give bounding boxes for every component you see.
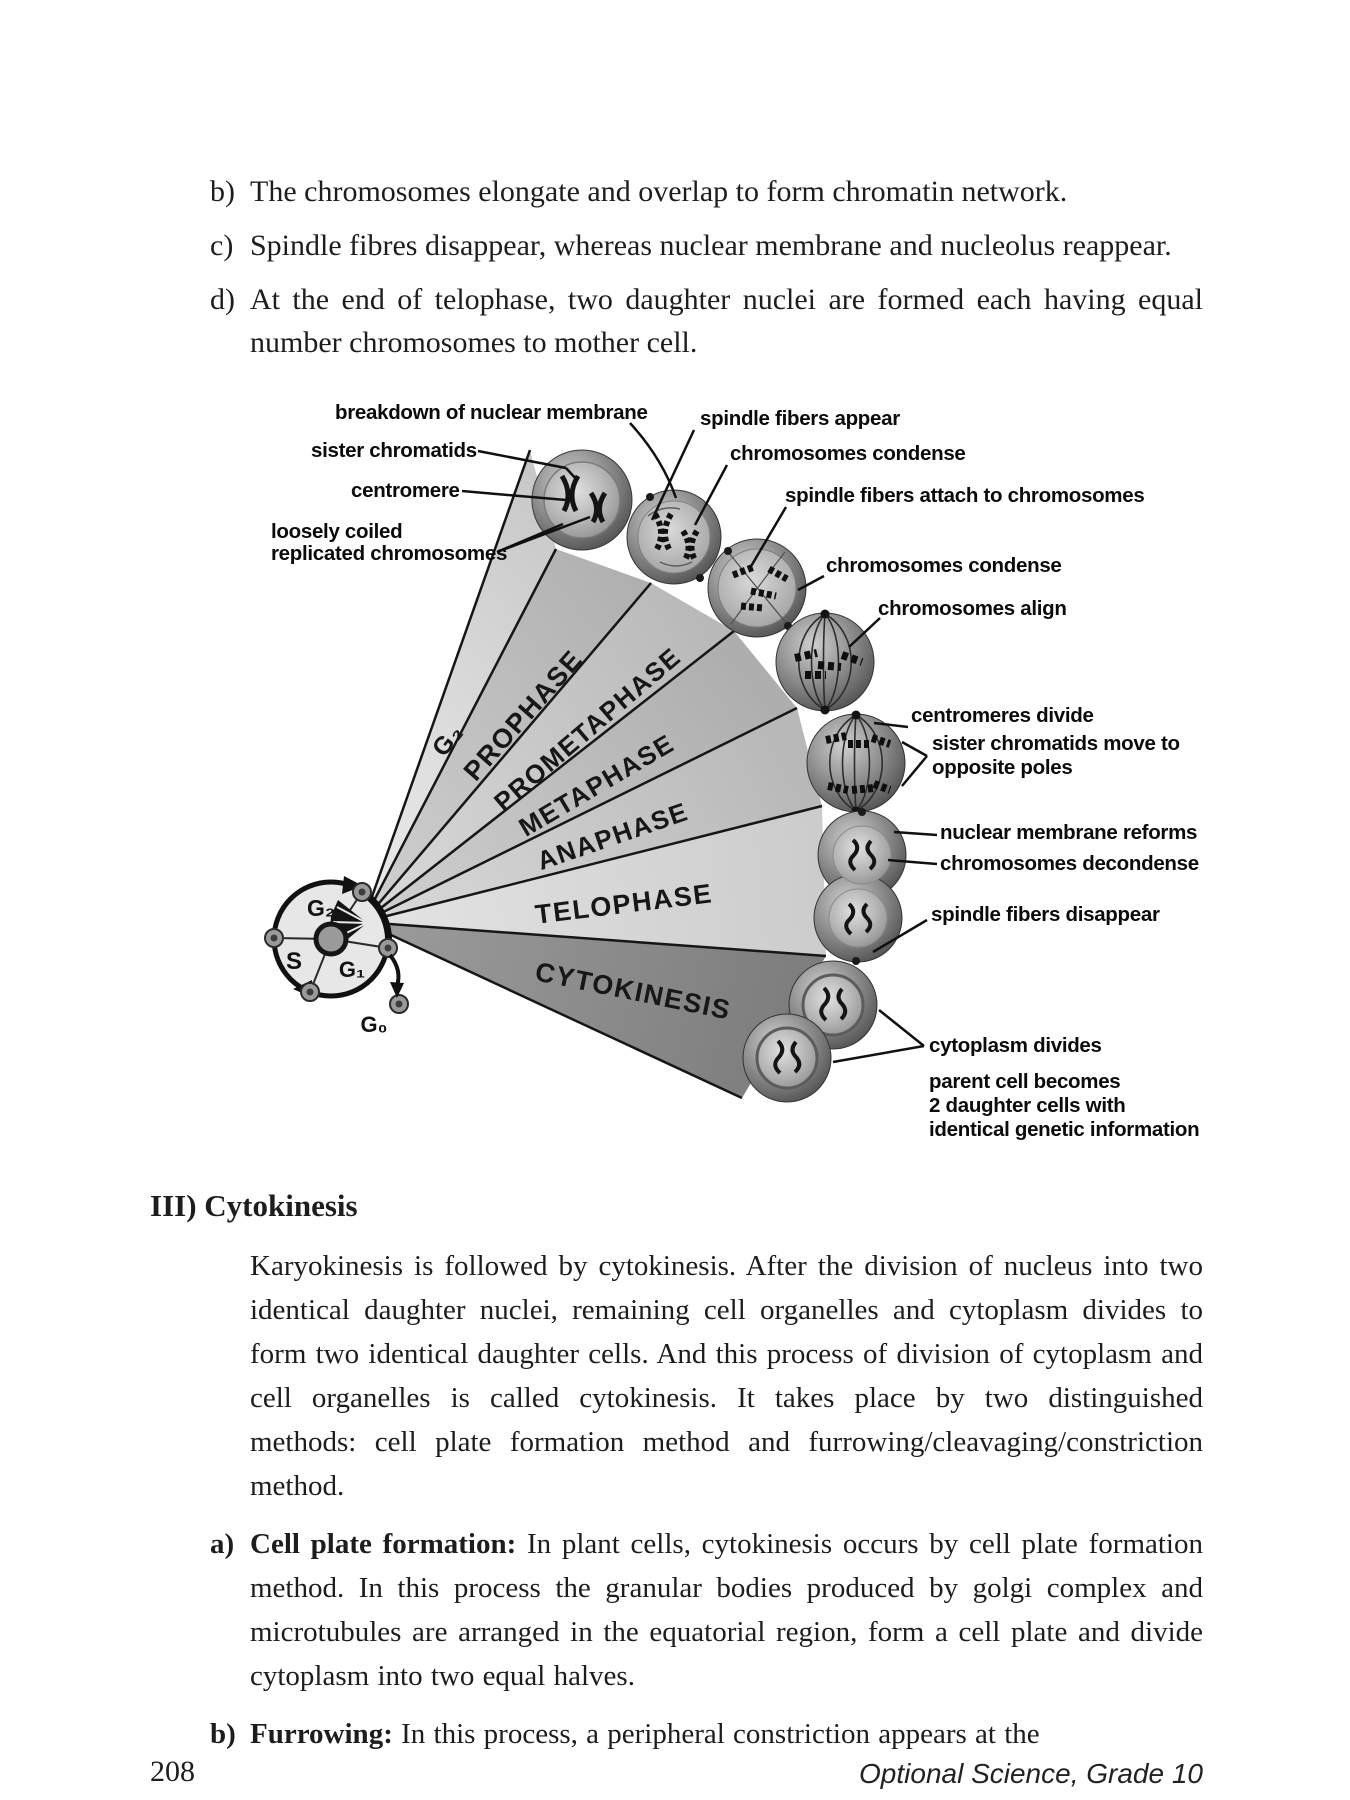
cell-telophase bbox=[813, 808, 907, 965]
separating-chromatids bbox=[825, 732, 892, 794]
list-item: b) The chromosomes elongate and overlap … bbox=[210, 170, 1203, 213]
wheel-hub bbox=[313, 921, 349, 957]
item-text: At the end of telophase, two daughter nu… bbox=[250, 283, 1203, 359]
label-chromatids-move-line1: sister chromatids move to bbox=[932, 732, 1180, 755]
cell-anaphase bbox=[806, 710, 906, 816]
phase-fan bbox=[361, 449, 827, 1100]
annotation-labels: breakdown of nuclear membrane spindle fi… bbox=[271, 401, 1200, 1141]
item-text: Spindle fibres disappear, whereas nuclea… bbox=[250, 229, 1172, 262]
item-lead: Cell plate formation: bbox=[250, 1528, 517, 1560]
footer-book-title: Optional Science, Grade 10 bbox=[859, 1758, 1203, 1789]
wedge-anaphase bbox=[363, 708, 822, 922]
page-number: 208 bbox=[150, 1755, 195, 1788]
wedge-prometaphase bbox=[363, 583, 734, 922]
item-marker: a) bbox=[210, 1528, 235, 1560]
item-marker: c) bbox=[210, 229, 234, 262]
label-cytoplasm-divides: cytoplasm divides bbox=[929, 1034, 1102, 1057]
item-text: In plant cells, cytokinesis occurs by ce… bbox=[250, 1528, 1203, 1692]
cycle-checkpoint-dots bbox=[264, 882, 409, 1014]
wedge-cytokinesis bbox=[363, 922, 826, 1098]
g0-exit-arrow bbox=[388, 953, 401, 987]
chromatid-x-shapes bbox=[559, 474, 608, 524]
decondensing-chromosomes bbox=[844, 838, 877, 936]
label-breakdown-nuclear-membrane: breakdown of nuclear membrane bbox=[335, 401, 648, 424]
label-parent-cell-line2: 2 daughter cells with bbox=[929, 1094, 1125, 1117]
cell-metaphase bbox=[775, 609, 875, 715]
cycle-label-g2: G₂ bbox=[307, 895, 335, 921]
label-centromeres-divide: centromeres divide bbox=[911, 704, 1094, 727]
label-sister-chromatids: sister chromatids bbox=[311, 439, 477, 462]
list-item: b) Furrowing: In this process, a periphe… bbox=[210, 1712, 1203, 1756]
wedge-g2 bbox=[363, 450, 556, 922]
wedge-boundaries bbox=[361, 449, 827, 1100]
section-paragraph: Karyokinesis is followed by cytokinesis.… bbox=[250, 1250, 1203, 1502]
item-text: In this process, a peripheral constricti… bbox=[401, 1718, 1040, 1750]
list-item: a) Cell plate formation: In plant cells,… bbox=[210, 1522, 1203, 1698]
item-marker: b) bbox=[210, 175, 235, 208]
scattered-chromosomes bbox=[731, 563, 789, 612]
cell-cycle-wheel: G₂ S G₁ G₀ bbox=[264, 876, 409, 1037]
label-parent-cell-line3: identical genetic information bbox=[929, 1118, 1199, 1141]
item-lead: Furrowing: bbox=[250, 1718, 393, 1750]
intro-list: b) The chromosomes elongate and overlap … bbox=[210, 170, 1203, 375]
label-centromere: centromere bbox=[351, 479, 460, 502]
cell-prometaphase bbox=[707, 538, 807, 638]
condensed-chromosomes bbox=[652, 512, 700, 562]
label-chromosomes-align: chromosomes align bbox=[878, 597, 1067, 620]
cell-daughter-2 bbox=[742, 1013, 832, 1103]
section-heading: III) Cytokinesis bbox=[150, 1188, 358, 1223]
item-text: The chromosomes elongate and overlap to … bbox=[250, 175, 1068, 208]
cell-prophase bbox=[626, 489, 722, 585]
item-marker: b) bbox=[210, 1718, 236, 1750]
label-spindle-fibers-appear: spindle fibers appear bbox=[700, 407, 900, 430]
cytokinesis-section: III) Cytokinesis Karyokinesis is followe… bbox=[150, 1188, 1203, 1756]
list-item: d) At the end of telophase, two daughter… bbox=[210, 278, 1203, 364]
leader-lines bbox=[461, 422, 938, 1064]
aligned-chromosomes bbox=[794, 649, 864, 679]
label-loosely-coiled-line2: replicated chromosomes bbox=[271, 542, 507, 565]
cycle-label-g1: G₁ bbox=[339, 957, 365, 982]
wedge-metaphase bbox=[363, 631, 797, 922]
label-chromosomes-condense-1: chromosomes condense bbox=[730, 442, 966, 465]
cycle-label-g0: G₀ bbox=[360, 1012, 387, 1037]
label-chromatids-move-line2: opposite poles bbox=[932, 756, 1072, 779]
label-loosely-coiled-line1: loosely coiled bbox=[271, 520, 402, 543]
cell-early-prophase bbox=[531, 449, 633, 551]
label-spindle-fibers-disappear: spindle fibers disappear bbox=[931, 903, 1160, 926]
wedge-prophase bbox=[363, 549, 651, 922]
wedge-telophase bbox=[363, 806, 826, 956]
label-parent-cell-line1: parent cell becomes bbox=[929, 1070, 1120, 1093]
list-item: c) Spindle fibres disappear, whereas nuc… bbox=[210, 224, 1203, 267]
label-chromosomes-decondense: chromosomes decondense bbox=[940, 852, 1199, 875]
cycle-arrow-top bbox=[342, 876, 363, 894]
item-marker: d) bbox=[210, 283, 235, 316]
label-spindle-fibers-attach: spindle fibers attach to chromosomes bbox=[785, 484, 1144, 507]
label-chromosomes-condense-2: chromosomes condense bbox=[826, 554, 1062, 577]
spindle-fibers bbox=[828, 714, 884, 812]
label-nuclear-membrane-reforms: nuclear membrane reforms bbox=[940, 821, 1197, 844]
cycle-label-s: S bbox=[286, 948, 302, 975]
cell-daughter-1 bbox=[788, 960, 878, 1050]
